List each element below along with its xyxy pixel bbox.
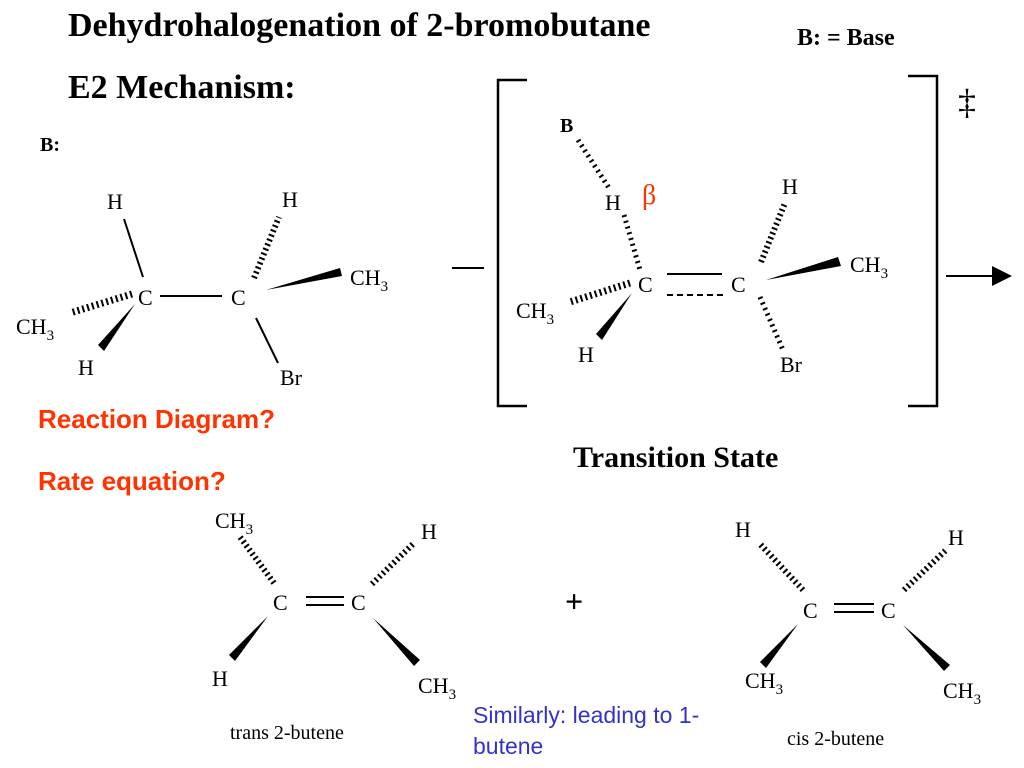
ts-beta-label: β <box>642 180 656 211</box>
cis-bond-h-hashed-left <box>757 541 806 593</box>
trans-atom-ch3-top: CH3 <box>215 508 253 538</box>
cis-bond-h-hashed-right <box>901 547 949 593</box>
cis-atom-ch3-bottom-left: CH3 <box>745 668 783 698</box>
atom-ch3-left: CH3 <box>16 314 54 344</box>
ts-atom-c-left: C <box>638 272 653 297</box>
cis-2-butene-label: cis 2-butene <box>787 728 884 750</box>
trans-atom-c-right: C <box>351 590 366 615</box>
bond-c2-ch3-wedge <box>266 268 342 290</box>
bond-c1-ch3-hashed <box>68 290 134 317</box>
product-cis-2-butene: C C H H CH3 CH3 <box>735 517 981 708</box>
cis-atom-ch3-bottom-right: CH3 <box>943 678 981 708</box>
bond-c1-h-wedge <box>98 304 135 351</box>
atom-br: Br <box>280 365 303 390</box>
reactant-molecule: C C H H H CH3 CH3 Br <box>16 187 388 390</box>
trans-atom-ch3-bottom: CH3 <box>418 673 456 703</box>
ts-atom-c-right: C <box>731 272 746 297</box>
atom-h-bottom-left: H <box>78 355 94 380</box>
bond-c2-h-hashed <box>251 215 282 280</box>
trans-bond-ch3-wedge <box>373 618 420 666</box>
atom-c2: C <box>231 285 246 310</box>
transition-state-label: Transition State <box>573 441 778 474</box>
trans-bond-ch3-hashed <box>237 535 277 585</box>
cis-atom-c-right: C <box>881 598 896 623</box>
cis-atom-h-top-right: H <box>948 525 964 550</box>
mechanism-label: E2 Mechanism: <box>68 69 296 106</box>
cis-bond-ch3-wedge-right <box>903 625 950 671</box>
product-trans-2-butene: C C CH3 H H CH3 <box>212 508 456 703</box>
ts-bond-c-ch3-hashed <box>568 279 632 306</box>
bracket-right <box>908 74 939 408</box>
ts-atom-ch3-right: CH3 <box>850 252 888 282</box>
note-1-butene-line1: Similarly: leading to 1- <box>473 702 699 728</box>
base-definition: B: = Base <box>797 25 895 51</box>
transition-state-molecule: B H β C C H CH3 H CH3 Br <box>516 115 888 377</box>
trans-2-butene-label: trans 2-butene <box>230 722 344 744</box>
ts-atom-h-bottom-left: H <box>578 342 594 367</box>
atom-h-top-left: H <box>107 189 123 214</box>
bond-c1-h <box>123 218 144 278</box>
ts-bond-h-c <box>621 214 643 271</box>
ts-bond-b-h <box>575 138 612 190</box>
ts-bond-c-h-hashed <box>758 201 788 264</box>
ts-bond-c-ch3-wedge <box>766 257 841 280</box>
atom-c1: C <box>138 285 153 310</box>
cis-atom-h-top-left: H <box>735 517 751 542</box>
atom-ch3-right: CH3 <box>350 265 388 295</box>
bracket-left <box>496 78 527 408</box>
trans-atom-h-bottom-left: H <box>212 666 228 691</box>
cis-atom-c-left: C <box>803 598 818 623</box>
ts-atom-b: B <box>560 115 573 137</box>
trans-atom-h-top-right: H <box>421 519 437 544</box>
base-symbol: B: <box>40 134 60 156</box>
ts-atom-h-beta: H <box>605 190 621 215</box>
ts-bond-c-br <box>757 296 786 351</box>
bond-c2-br <box>255 317 279 364</box>
transition-state-symbol: ‡ <box>958 82 976 122</box>
ts-bond-c-h-wedge <box>596 293 632 340</box>
trans-bond-h-wedge <box>229 616 268 661</box>
plus-sign: + <box>565 583 583 619</box>
note-1-butene-line2: butene <box>473 733 543 759</box>
question-reaction-diagram: Reaction Diagram? <box>38 404 275 434</box>
page-title: Dehydrohalogenation of 2-bromobutane <box>68 7 650 44</box>
question-rate-equation: Rate equation? <box>38 466 226 496</box>
ts-atom-ch3-left: CH3 <box>516 298 554 328</box>
ts-atom-br: Br <box>780 352 803 377</box>
cis-bond-ch3-wedge-left <box>760 624 798 668</box>
trans-bond-h-hashed <box>369 540 417 587</box>
atom-h-top-right: H <box>282 187 298 212</box>
trans-atom-c-left: C <box>273 590 288 615</box>
ts-atom-h-top-right: H <box>782 174 798 199</box>
